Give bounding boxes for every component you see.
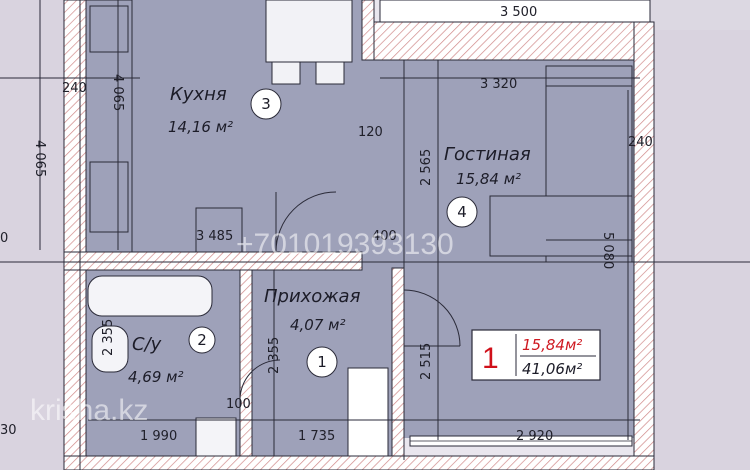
dim-kitchen-width: 3 485: [196, 229, 233, 244]
svg-text:1: 1: [317, 353, 327, 371]
dim-living-height-upper: 2 565: [419, 149, 434, 186]
living-number-badge: 4: [446, 196, 478, 228]
dim-living-height-right: 5 080: [600, 232, 615, 269]
kitchen-area: 14,16 м²: [168, 118, 233, 136]
svg-text:3: 3: [261, 95, 271, 113]
hallway-number-badge: 1: [306, 346, 338, 378]
dim-kitchen-side-1: 4 065: [32, 140, 47, 177]
dim-top: 3 500: [500, 5, 537, 20]
apartment-total-area: 41,06м²: [522, 360, 582, 378]
living-name: Гостиная: [444, 144, 531, 165]
wall-top-strip: [379, 0, 651, 23]
apartment-number: 1: [482, 342, 499, 375]
dim-hallway-width: 1 735: [298, 429, 335, 444]
hallway-shaft: [347, 367, 389, 457]
wall-right: [633, 21, 655, 470]
wall-bath-hall: [239, 269, 253, 463]
dim-bath-wall: 100: [226, 397, 251, 412]
svg-text:4: 4: [457, 203, 467, 221]
living-area: 15,84 м²: [456, 170, 521, 188]
kitchen-name: Кухня: [170, 84, 227, 105]
bathroom-name: С/у: [132, 334, 162, 355]
dim-door-gap: 400: [372, 229, 397, 244]
wall-top-living: [373, 21, 655, 61]
dim-living-top: 3 320: [480, 77, 517, 92]
bathroom-fixtures: [87, 275, 237, 457]
wall-hall-living: [391, 267, 405, 461]
corridor-strip: [362, 60, 404, 268]
dim-left-edge-bottom: 30: [0, 423, 17, 438]
dim-living-right-wall: 240: [628, 135, 653, 150]
svg-text:2: 2: [197, 331, 207, 349]
kitchen-dining-set: [265, 0, 353, 85]
hallway-name: Прихожая: [264, 286, 361, 307]
watermark-site: krisha.kz: [30, 394, 148, 427]
dim-partition: 120: [358, 125, 383, 140]
dim-bath-height: 2 355: [101, 319, 116, 356]
apartment-badge: 1 15,84м² 41,06м²: [471, 329, 601, 381]
neighbor-right-area: [640, 0, 750, 470]
dim-living-bottom: 2 920: [516, 429, 553, 444]
dim-kitchen-wall: 240: [62, 81, 87, 96]
kitchen-counter: [85, 0, 243, 253]
living-sofa: [489, 65, 633, 263]
apartment-living-area: 15,84м²: [522, 336, 582, 354]
dim-living-lower: 2 515: [419, 343, 434, 380]
dim-left-edge: 0: [0, 231, 8, 246]
wall-kitchen-right: [361, 0, 375, 61]
hallway-area: 4,07 м²: [290, 316, 346, 334]
watermark-phone: +701019393130: [236, 228, 454, 261]
door-swings: [239, 191, 461, 401]
dim-kitchen-side-2: 4 065: [110, 74, 125, 111]
bathroom-number-badge: 2: [188, 326, 216, 354]
wall-bottom: [63, 455, 655, 470]
dim-bath-width: 1 990: [140, 429, 177, 444]
bathroom-area: 4,69 м²: [128, 368, 184, 386]
dim-hallway-height: 2 355: [267, 337, 282, 374]
kitchen-number-badge: 3: [250, 88, 282, 120]
